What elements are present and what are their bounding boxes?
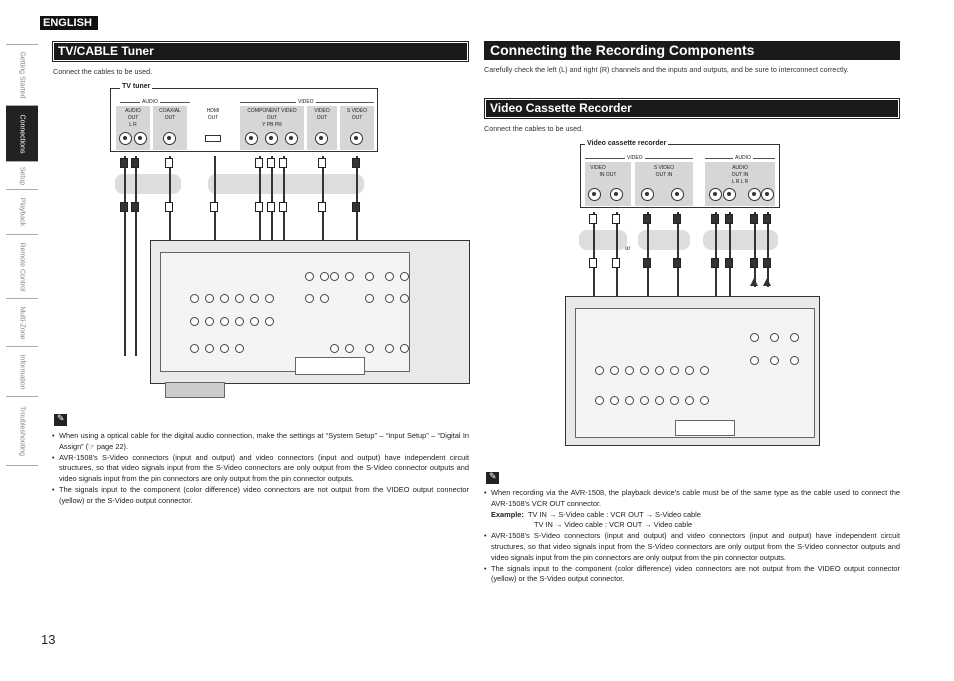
page-number: 13	[41, 632, 56, 647]
vcr-intro: Connect the cables to be used.	[484, 124, 584, 133]
side-tab-information[interactable]: Information	[6, 346, 38, 396]
component-pb-jack	[265, 132, 278, 145]
video-jack	[315, 132, 328, 145]
vcr-subheading: Video Cassette Recorder	[484, 98, 900, 119]
right-note-1: When recording via the AVR-1508, the pla…	[484, 488, 900, 510]
vcr-svideo-band	[638, 230, 690, 250]
hdmi-port	[205, 135, 221, 142]
vcr-audio-out-l-jack	[709, 188, 722, 201]
left-note-2: AVR-1508’s S-Video connectors (input and…	[52, 453, 469, 485]
left-notes: When using a optical cable for the digit…	[52, 431, 469, 507]
example-line-1: Example: TV IN → S-Video cable : VCR OUT…	[491, 509, 701, 519]
vcr-diagram: Video cassette recorder VIDEO AUDIO VIDE…	[565, 138, 820, 453]
side-tab-multi-zone[interactable]: Multi-Zone	[6, 298, 38, 346]
vcr-svideo-out-jack	[641, 188, 654, 201]
right-note-2: AVR-1508’s S-Video connectors (input and…	[484, 531, 900, 563]
audio-l-jack	[119, 132, 132, 145]
side-nav: Getting Started Connections Setup Playba…	[6, 44, 38, 466]
side-tab-getting-started[interactable]: Getting Started	[6, 44, 38, 105]
side-tab-playback[interactable]: Playback	[6, 189, 38, 234]
tv-cable-tuner-heading: TV/CABLE Tuner	[52, 41, 469, 62]
side-tab-connections[interactable]: Connections	[6, 105, 38, 161]
vcr-label: Video cassette recorder	[585, 140, 669, 147]
right-notes: When recording via the AVR-1508, the pla…	[484, 488, 900, 585]
vcr-audio-out-r-jack	[723, 188, 736, 201]
vcr-video-band	[579, 230, 627, 250]
coaxial-jack	[163, 132, 176, 145]
audio-r-jack	[134, 132, 147, 145]
svideo-jack	[350, 132, 363, 145]
side-tab-setup[interactable]: Setup	[6, 161, 38, 189]
left-note-3: The signals input to the component (colo…	[52, 485, 469, 507]
side-tab-troubleshooting[interactable]: Troubleshooting	[6, 396, 38, 466]
component-pr-jack	[285, 132, 298, 145]
right-intro: Carefully check the left (L) and right (…	[484, 65, 849, 74]
vcr-video-in-jack	[588, 188, 601, 201]
note-icon	[486, 471, 499, 484]
cable-band-video	[208, 174, 364, 194]
language-tab: ENGLISH	[40, 16, 98, 30]
cable-band-audio	[115, 174, 181, 194]
note-icon	[54, 413, 67, 426]
vcr-video-out-jack	[610, 188, 623, 201]
vcr-audio-band	[703, 230, 778, 250]
tv-tuner-diagram: TV tuner AUDIO VIDEO AUDIO OUT L R COAXI…	[110, 82, 470, 402]
recording-components-heading: Connecting the Recording Components	[484, 41, 900, 60]
or-label: or	[625, 246, 631, 252]
left-intro: Connect the cables to be used.	[53, 67, 153, 76]
vcr-audio-in-l-jack	[748, 188, 761, 201]
vcr-audio-in-r-jack	[761, 188, 774, 201]
left-note-1: When using a optical cable for the digit…	[52, 431, 469, 453]
example-line-2: TV IN → Video cable : VCR OUT → Video ca…	[534, 520, 693, 530]
tv-tuner-label: TV tuner	[120, 83, 153, 90]
side-tab-remote-control[interactable]: Remote Control	[6, 234, 38, 298]
vcr-svideo-in-jack	[671, 188, 684, 201]
component-y-jack	[245, 132, 258, 145]
right-note-3: The signals input to the component (colo…	[484, 564, 900, 586]
